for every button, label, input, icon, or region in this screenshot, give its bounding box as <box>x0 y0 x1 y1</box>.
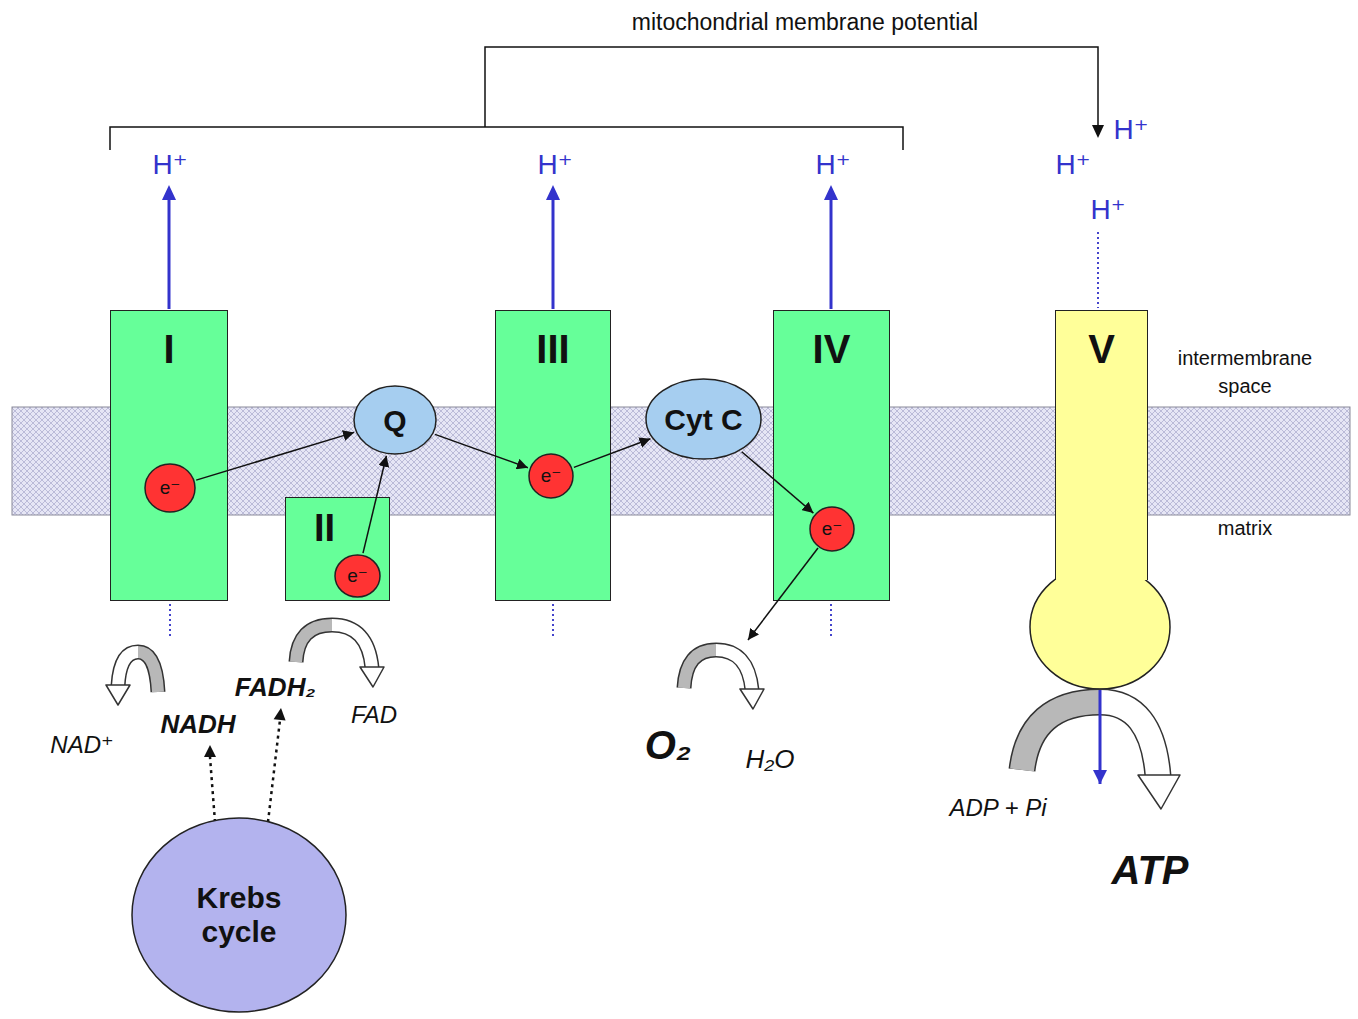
ellipse-shape <box>810 507 854 551</box>
molecule-label: NAD⁺ <box>50 731 113 759</box>
label-anchor: H⁺ <box>816 149 851 181</box>
molecule-label: FAD <box>351 701 397 729</box>
node-text: I <box>163 327 174 371</box>
molecule-label: O₂ <box>645 722 691 768</box>
synthase-head <box>1030 565 1170 689</box>
node-text: Krebs cycle <box>174 881 304 950</box>
reaction-arrows <box>118 625 1158 776</box>
node-text: e⁻ <box>347 566 368 587</box>
electron-dot: e⁻ <box>144 463 196 513</box>
node-text: IV <box>813 327 851 371</box>
label-anchor: FADH₂ <box>235 673 316 703</box>
label-anchor: H⁺ <box>1056 149 1091 181</box>
label-anchor: ADP + Pi <box>949 794 1046 822</box>
label-anchor: NADH <box>160 710 235 740</box>
ellipse-shape <box>132 818 346 1012</box>
molecule-label: ADP + Pi <box>949 794 1046 822</box>
region-label: matrix <box>1218 517 1272 540</box>
node-text: Q <box>383 404 406 437</box>
proton-label: H⁺ <box>1114 114 1149 146</box>
molecule-label: ATP <box>1111 847 1188 893</box>
proton-label: H⁺ <box>538 149 573 181</box>
node-text: e⁻ <box>541 466 562 487</box>
ellipse-shape <box>145 464 195 512</box>
proton-arrowheads <box>162 185 838 200</box>
label-anchor: NAD⁺ <box>50 731 113 759</box>
ellipse-shape <box>354 386 436 454</box>
bracket-arrowhead <box>1092 125 1104 138</box>
node-text: II <box>314 508 335 550</box>
electron-dot: e⁻ <box>809 506 855 552</box>
proton-label: H⁺ <box>1091 194 1126 226</box>
electron-dot: e⁻ <box>528 453 574 499</box>
proton-label: H⁺ <box>816 149 851 181</box>
cytochrome-carrier: Cyt C <box>645 378 762 460</box>
label-anchor: intermembrane space <box>1150 344 1340 400</box>
region-label: intermembrane space <box>1150 344 1340 400</box>
ellipse-shape <box>335 555 380 597</box>
label-anchor: H₂O <box>746 745 795 775</box>
node-text: e⁻ <box>160 478 181 499</box>
proton-label: H⁺ <box>153 149 188 181</box>
label-anchor: mitochondrial membrane potential <box>632 9 978 35</box>
label-anchor: matrix <box>1218 517 1272 540</box>
label-anchor: H⁺ <box>1114 114 1149 146</box>
molecule-label: H₂O <box>746 745 795 775</box>
proton-arrows <box>169 198 831 309</box>
label-anchor: H⁺ <box>1091 194 1126 226</box>
atp-synthase: V <box>1055 310 1148 580</box>
label-anchor: H⁺ <box>538 149 573 181</box>
bracket-label: mitochondrial membrane potential <box>632 9 978 35</box>
reaction-arrowheads <box>106 667 1180 809</box>
quinone-carrier: Q <box>353 385 437 455</box>
molecule-label: NADH <box>160 710 235 740</box>
node-text: III <box>536 327 569 371</box>
node-text: e⁻ <box>822 519 843 540</box>
complex-box: IV e⁻ <box>773 310 890 601</box>
complex-box: III e⁻ <box>495 310 611 601</box>
krebs-circle: Krebs cycle <box>131 817 347 1013</box>
node-text: V <box>1088 327 1115 371</box>
proton-label: H⁺ <box>1056 149 1091 181</box>
node-text: Cyt C <box>664 403 742 436</box>
ellipse-shape <box>646 379 761 459</box>
electron-dot: e⁻ <box>334 554 381 598</box>
complex-box: II e⁻ <box>285 497 390 601</box>
label-anchor: H⁺ <box>153 149 188 181</box>
potential-bracket <box>110 47 1098 150</box>
atp-flow-arrow <box>1099 690 1102 784</box>
complex-box: Ie⁻ <box>110 310 228 601</box>
label-anchor: O₂ <box>645 722 691 768</box>
label-anchor: FAD <box>351 701 397 729</box>
label-anchor: ATP <box>1111 847 1188 893</box>
molecule-label: FADH₂ <box>235 673 316 703</box>
dotted-links <box>170 232 1098 638</box>
ellipse-shape <box>529 454 573 498</box>
